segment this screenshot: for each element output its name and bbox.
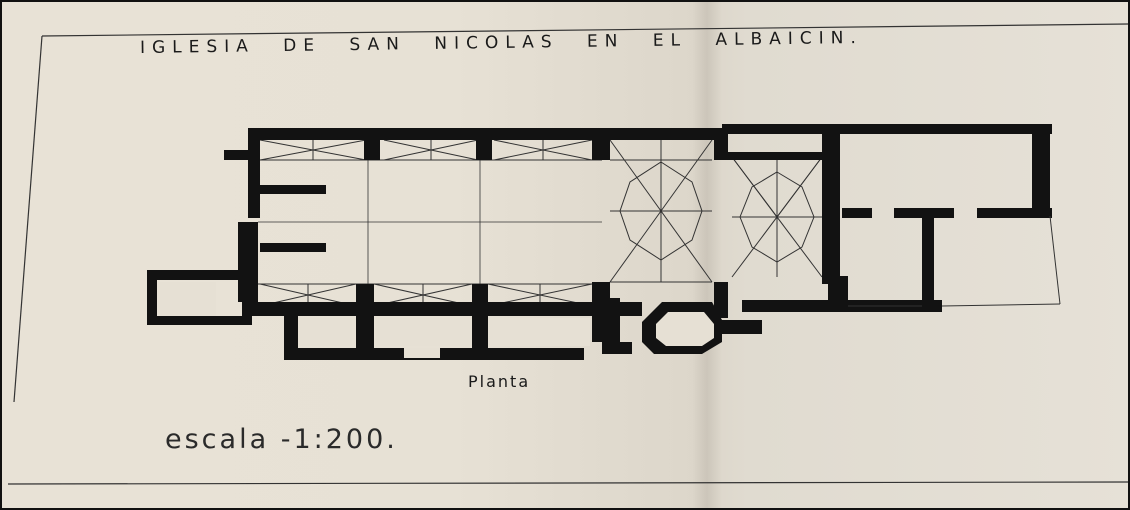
star-vaults	[609, 139, 823, 283]
outer-outlines	[848, 215, 1061, 307]
interior-voids	[160, 282, 714, 358]
plan-caption: Planta	[468, 372, 531, 391]
sheet-border-lines	[7, 23, 1128, 485]
vault-bays	[258, 139, 602, 307]
paper-fold	[692, 2, 722, 508]
scale-label: escala -1:200.	[165, 424, 398, 455]
walls	[147, 124, 1052, 360]
